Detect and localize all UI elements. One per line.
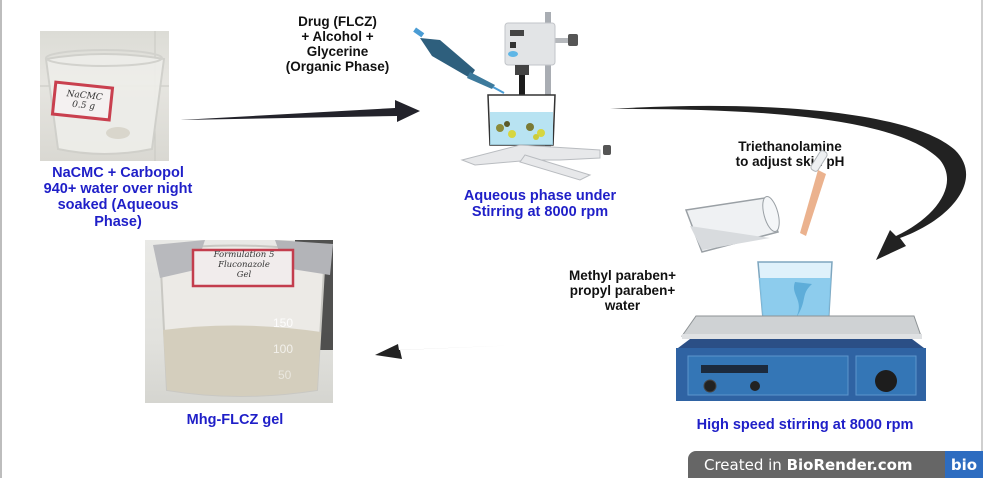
organic-phase-label: Drug (FLCZ) + Alcohol + Glycerine (Organ… [285, 14, 390, 75]
frame-border-right [981, 0, 983, 452]
final-gel-beaker-drawing [153, 240, 333, 397]
beaker-mark-100: 100 [273, 342, 294, 356]
arrow-to-stirrer [180, 100, 420, 122]
micropipette-icon [413, 27, 505, 94]
preservatives-label: Methyl paraben+ propyl paraben+ water [569, 268, 676, 314]
final-gel-label: Mhg-FLCZ gel [186, 412, 284, 428]
hotplate-icon [676, 315, 926, 401]
aqueous-phase-label: NaCMC + Carbopol 940+ water over night s… [43, 165, 193, 230]
high-speed-label: High speed stirring at 8000 rpm [696, 417, 914, 433]
watermark-text: Created in BioRender.com [704, 455, 913, 474]
dropper-pipette-icon [800, 150, 828, 236]
frame-border-left [0, 0, 2, 478]
stirrer-stand-icon [460, 12, 611, 181]
beaker-mark-50: 50 [278, 368, 292, 382]
biorender-logo-icon: bio [945, 451, 983, 478]
stirring-step-label: Aqueous phase under Stirring at 8000 rpm [463, 188, 617, 221]
pouring-beaker-icon [684, 196, 780, 253]
final-gel-photo: Formulation 5 Fluconazole Gel 150 100 50 [145, 240, 333, 403]
final-gel-tag: Formulation 5 Fluconazole Gel [213, 250, 275, 281]
biorender-watermark[interactable]: Created in BioRender.com bio [688, 451, 983, 478]
aqueous-beaker-drawing [40, 31, 169, 161]
aqueous-phase-photo: NaCMC 0.5 g [40, 31, 169, 161]
beaker-mark-150: 150 [273, 316, 294, 330]
